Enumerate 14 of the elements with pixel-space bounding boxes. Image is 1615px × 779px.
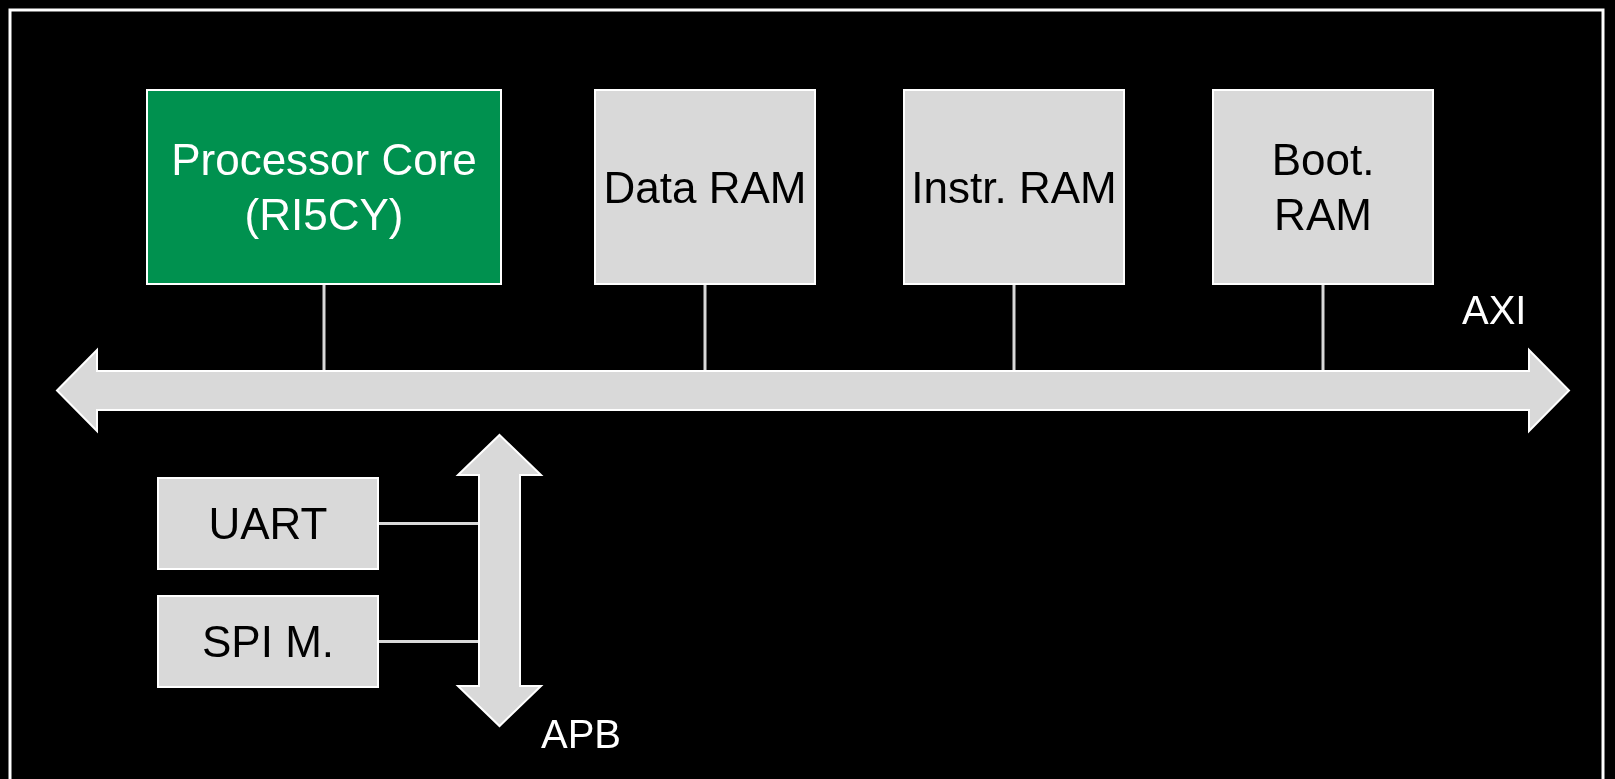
memory-box: Instr. RAM [903, 89, 1125, 285]
connector-line [1321, 285, 1325, 371]
memory-box: Data RAM [594, 89, 816, 285]
connector-line [379, 640, 479, 643]
bus-label: AXI [1462, 288, 1527, 333]
processor-box: Processor Core (RI5CY) [146, 89, 502, 285]
memory-box: Boot. RAM [1212, 89, 1434, 285]
bus-label: APB [541, 712, 622, 757]
connector-line [322, 285, 326, 371]
connector-line [379, 522, 479, 525]
connector-line [703, 285, 707, 371]
peripheral-box: SPI M. [157, 595, 379, 688]
peripheral-box: UART [157, 477, 379, 570]
connector-line [1012, 285, 1016, 371]
